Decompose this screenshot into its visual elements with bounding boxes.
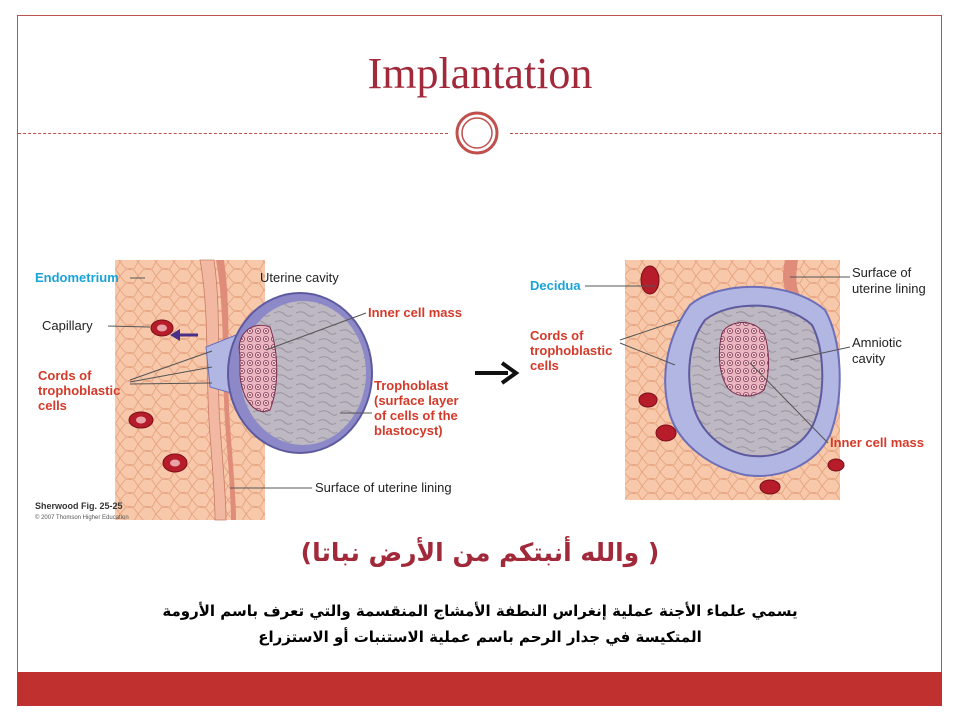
label-trophoblast-3: of cells of the bbox=[374, 408, 458, 423]
arabic-description: يسمي علماء الأجنة عملية إنغراس النطفة ال… bbox=[120, 598, 840, 650]
figure-credit: Sherwood Fig. 25-25 bbox=[35, 501, 123, 511]
quran-verse-heading: ( والله أنبتكم من الأرض نباتا) bbox=[300, 538, 660, 567]
arabic-description-line-2: المتكيسة في جدار الرحم باسم عملية الاستن… bbox=[258, 628, 702, 646]
label-cords-right-1: Cords of bbox=[530, 328, 584, 343]
label-surface-right-2: uterine lining bbox=[852, 281, 926, 296]
label-trophoblast-4: blastocyst) bbox=[374, 423, 443, 438]
slide-title: Implantation bbox=[367, 49, 593, 98]
label-cords-left-3: cells bbox=[38, 398, 67, 413]
arabic-description-line-1: يسمي علماء الأجنة عملية إنغراس النطفة ال… bbox=[162, 602, 798, 620]
label-cords-left-1: Cords of bbox=[38, 368, 92, 383]
figure-copyright: © 2007 Thomson Higher Education bbox=[35, 514, 129, 521]
right-panel-illustration bbox=[625, 260, 845, 500]
left-panel-illustration bbox=[115, 259, 373, 521]
footer-bar bbox=[17, 672, 942, 706]
label-trophoblast-2: (surface layer bbox=[374, 393, 459, 408]
label-inner-cell-mass-left: Inner cell mass bbox=[368, 305, 462, 320]
label-amniotic-1: Amniotic bbox=[852, 335, 902, 350]
title-divider-left bbox=[18, 133, 448, 134]
implantation-diagram: Endometrium Uterine cavity Capillary Inn… bbox=[35, 259, 926, 521]
label-uterine-cavity: Uterine cavity bbox=[260, 270, 339, 285]
label-cords-right-3: cells bbox=[530, 358, 559, 373]
arrow-right-icon bbox=[475, 361, 520, 385]
label-trophoblast-1: Trophoblast bbox=[374, 378, 449, 393]
label-surface-right-1: Surface of bbox=[852, 265, 912, 280]
label-endometrium: Endometrium bbox=[35, 270, 119, 285]
label-cords-right-2: trophoblastic bbox=[530, 343, 612, 358]
label-surface-uterine-lining-left: Surface of uterine lining bbox=[315, 480, 452, 495]
label-cords-left-2: trophoblastic bbox=[38, 383, 120, 398]
label-capillary: Capillary bbox=[42, 318, 93, 333]
label-amniotic-2: cavity bbox=[852, 351, 886, 366]
title-divider-right bbox=[510, 133, 941, 134]
label-inner-cell-mass-right: Inner cell mass bbox=[830, 435, 924, 450]
label-decidua: Decidua bbox=[530, 278, 581, 293]
ring-ornament-icon bbox=[455, 111, 499, 155]
